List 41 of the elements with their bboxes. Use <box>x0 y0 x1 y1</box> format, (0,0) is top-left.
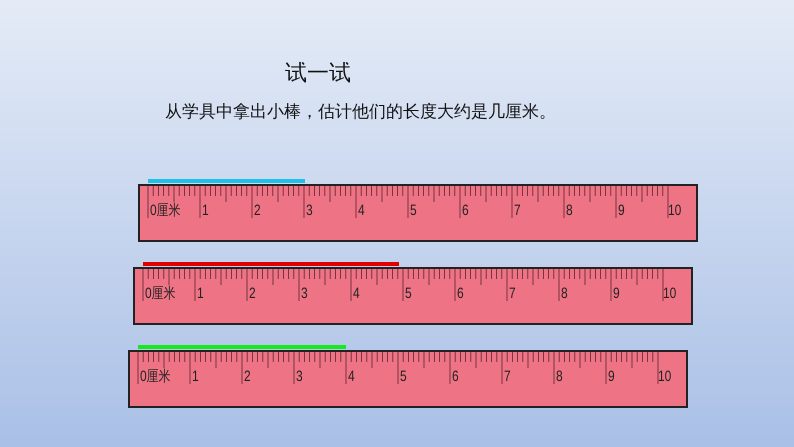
ruler-number: 8 <box>566 202 573 220</box>
ruler-number: 1 <box>202 202 209 220</box>
ruler-number: 2 <box>244 368 251 386</box>
instruction-text: 从学具中拿出小棒，估计他们的长度大约是几厘米。 <box>165 101 556 123</box>
ruler-number: 1 <box>197 285 204 303</box>
ruler-number: 4 <box>358 202 365 220</box>
ruler-number: 6 <box>452 368 459 386</box>
ruler-number: 5 <box>410 202 417 220</box>
ruler-number: 0厘米 <box>150 202 181 220</box>
ruler-number: 1 <box>192 368 199 386</box>
ruler-number: 6 <box>457 285 464 303</box>
ruler-number: 10 <box>658 368 672 386</box>
ruler-number: 10 <box>663 285 676 303</box>
ruler-number: 7 <box>504 368 511 386</box>
ruler-number: 9 <box>608 368 615 386</box>
ruler-number: 4 <box>348 368 355 386</box>
title: 试一试 <box>285 60 351 88</box>
ruler-number: 3 <box>301 285 308 303</box>
ruler-number: 8 <box>556 368 563 386</box>
ruler-number: 2 <box>254 202 261 220</box>
ruler-number: 3 <box>306 202 313 220</box>
ruler-number: 0厘米 <box>140 368 171 386</box>
ruler-number: 8 <box>561 285 568 303</box>
ruler <box>138 184 698 242</box>
ruler-number: 5 <box>405 285 412 303</box>
ruler-number: 6 <box>462 202 469 220</box>
ruler-number: 0厘米 <box>145 285 176 303</box>
ruler-number: 2 <box>249 285 256 303</box>
ruler <box>128 350 688 408</box>
ruler-number: 7 <box>509 285 516 303</box>
ruler <box>133 267 693 325</box>
ruler-number: 10 <box>668 202 682 220</box>
ruler-number: 7 <box>514 202 521 220</box>
stick <box>148 179 305 183</box>
ruler-number: 9 <box>618 202 625 220</box>
stick <box>143 262 399 266</box>
stick <box>138 345 346 349</box>
ruler-number: 9 <box>613 285 620 303</box>
ruler-number: 4 <box>353 285 360 303</box>
ruler-number: 3 <box>296 368 303 386</box>
ruler-number: 5 <box>400 368 407 386</box>
